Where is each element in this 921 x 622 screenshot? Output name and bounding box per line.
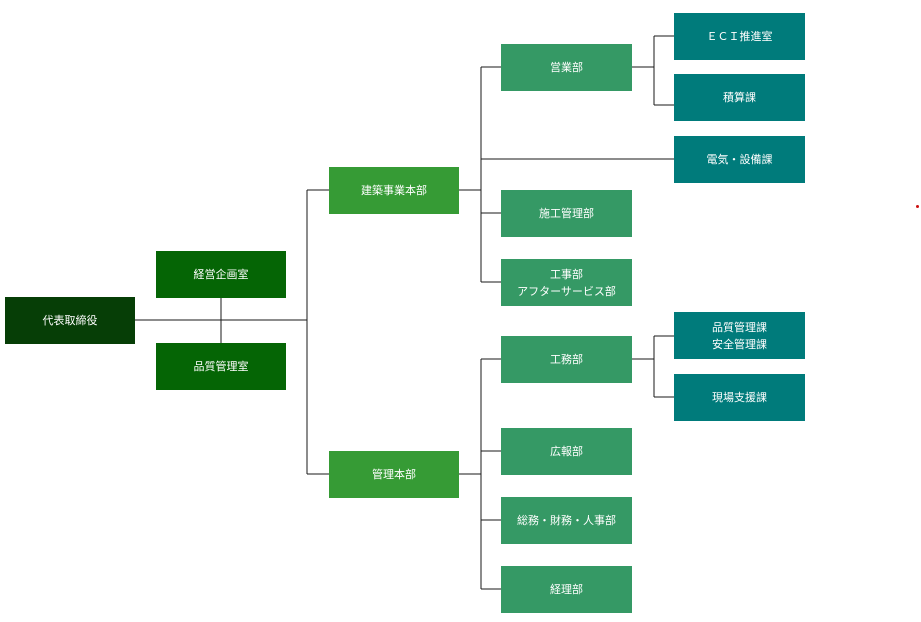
quality-safety-section-box: 品質管理課 安全管理課 [674,312,805,359]
accounting-dept-box: 経理部 [501,566,632,613]
red-marker-dot [916,205,919,208]
sales-dept-box: 営業部 [501,44,632,91]
engineering-after-service-dept-box: 工事部 アフターサービス部 [501,259,632,306]
estimation-section-box: 積算課 [674,74,805,121]
quality-control-office-box: 品質管理室 [156,343,286,390]
ceo-box: 代表取締役 [5,297,135,344]
management-hq-box: 管理本部 [329,451,459,498]
works-dept-box: 工務部 [501,336,632,383]
site-support-section-box: 現場支援課 [674,374,805,421]
construction-hq-box: 建築事業本部 [329,167,459,214]
construction-management-dept-box: 施工管理部 [501,190,632,237]
general-finance-hr-dept-box: 総務・財務・人事部 [501,497,632,544]
public-relations-dept-box: 広報部 [501,428,632,475]
electrical-equipment-section-box: 電気・設備課 [674,136,805,183]
eci-promotion-office-box: ＥＣＩ推進室 [674,13,805,60]
corporate-planning-box: 経営企画室 [156,251,286,298]
